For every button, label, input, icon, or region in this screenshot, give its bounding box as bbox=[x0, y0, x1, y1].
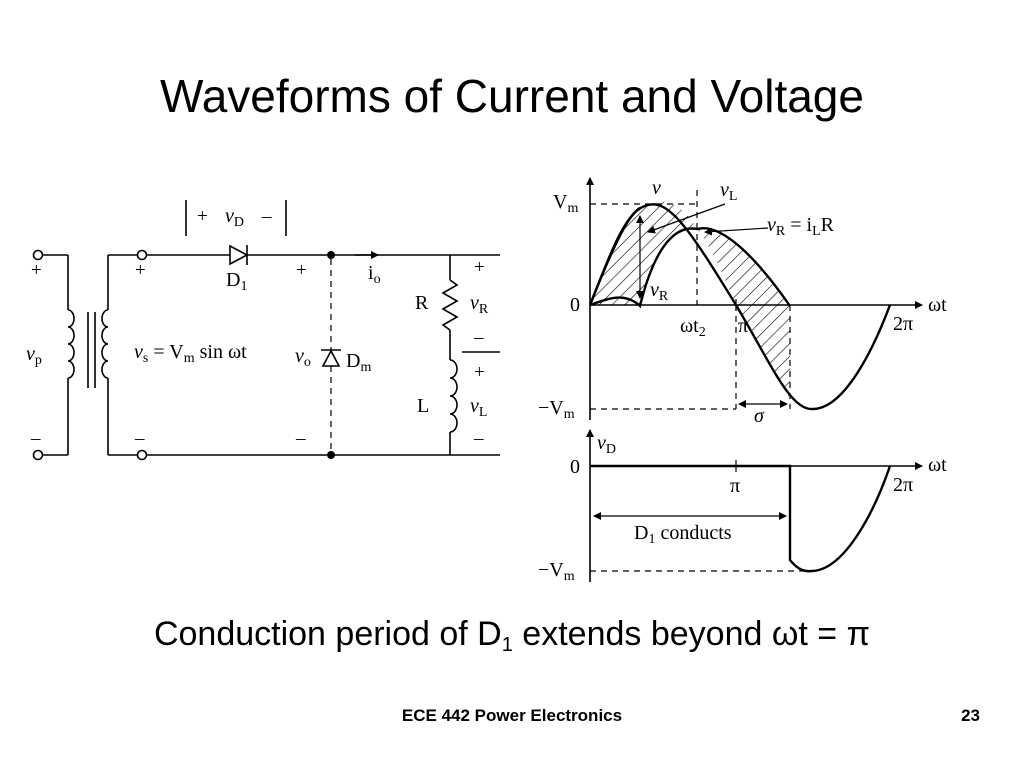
wt2-label: ωt2 bbox=[680, 315, 706, 340]
waveform-top: Vm 0 −Vm ωt ωt2 π 2π σ v vL vR = iLR vR bbox=[538, 177, 947, 427]
x-axis-label-top: ωt bbox=[928, 294, 947, 316]
vr-curve bbox=[589, 226, 791, 309]
x-axis-label-bottom: ωt bbox=[928, 454, 947, 476]
vr-label-top: vR bbox=[650, 279, 669, 304]
vl-label-top: vL bbox=[720, 179, 737, 204]
transformer-primary bbox=[32, 249, 75, 461]
pi-label-top: π bbox=[738, 315, 748, 337]
neg-vm-label-bottom: −Vm bbox=[538, 559, 575, 584]
two-pi-label-bottom: 2π bbox=[893, 474, 913, 496]
hatch-region-right bbox=[697, 228, 790, 400]
vo-minus-label: – bbox=[295, 428, 306, 449]
vl-plus-label: + bbox=[474, 362, 485, 383]
d1-label: D1 bbox=[226, 269, 247, 294]
sigma-label: σ bbox=[754, 405, 765, 427]
pi-label-bottom: π bbox=[730, 475, 740, 497]
d1-conducts-label: D1 conducts bbox=[634, 522, 732, 547]
vr-label: vR bbox=[470, 292, 489, 317]
vd-curve bbox=[590, 464, 892, 573]
diode-d1 bbox=[229, 244, 249, 266]
vd-minus-label: – bbox=[261, 206, 272, 227]
vl-label: vL bbox=[470, 395, 487, 420]
vs-equation: vs = Vm sin ωt bbox=[134, 341, 247, 366]
v-label: v bbox=[652, 177, 661, 199]
vr-minus-label: – bbox=[473, 327, 484, 348]
vs-minus-label: – bbox=[134, 428, 145, 449]
vd-label: vD bbox=[225, 205, 244, 230]
zero-label-bottom: 0 bbox=[570, 456, 580, 478]
footer-title: ECE 442 Power Electronics bbox=[401, 706, 623, 725]
neg-vm-label-top: −Vm bbox=[538, 397, 575, 422]
vr-eq-pointer bbox=[704, 227, 769, 236]
hatch-region-left bbox=[590, 201, 697, 306]
resistor-r bbox=[441, 255, 459, 360]
vl-curve bbox=[588, 206, 641, 306]
caption: Conduction period of D1 extends beyond ω… bbox=[0, 612, 1024, 667]
transformer-core bbox=[87, 312, 96, 388]
io-label: io bbox=[368, 262, 381, 287]
junction-bottom bbox=[327, 451, 335, 459]
vo-plus-label: + bbox=[296, 260, 307, 281]
slide-title: Waveforms of Current and Voltage bbox=[160, 70, 864, 122]
vl-minus-label: – bbox=[473, 428, 484, 449]
vd-plus-label: + bbox=[197, 206, 208, 227]
vp-minus-label: – bbox=[30, 428, 41, 449]
caption-post: extends beyond ωt = π bbox=[512, 615, 871, 653]
waveform-bottom: vD 0 ωt π 2π −Vm D1 conducts bbox=[538, 429, 947, 584]
circuit-diagram: + – vp + – vs = Vm sin ωt + vD – D1 io +… bbox=[26, 200, 500, 461]
vr-equation-label: vR = iLR bbox=[767, 214, 835, 239]
vl-pointer bbox=[647, 203, 726, 234]
vs-plus-label: + bbox=[135, 260, 146, 281]
dm-label: Dm bbox=[346, 350, 371, 375]
vp-plus-label: + bbox=[31, 260, 42, 281]
diode-dm bbox=[321, 259, 341, 451]
r-label: R bbox=[415, 292, 429, 314]
caption-pre: Conduction period of D bbox=[153, 615, 502, 653]
junction-top bbox=[327, 251, 335, 259]
vo-label: vo bbox=[295, 345, 311, 370]
caption-subscript: 1 bbox=[501, 634, 513, 656]
zero-label-top: 0 bbox=[570, 294, 580, 316]
two-pi-label-top: 2π bbox=[893, 313, 913, 335]
vm-label: Vm bbox=[553, 191, 578, 216]
l-label: L bbox=[417, 395, 429, 417]
page-number: 23 bbox=[961, 706, 980, 725]
vd-label-bottom: vD bbox=[597, 432, 616, 457]
vr-plus-label: + bbox=[474, 257, 485, 278]
inductor-l bbox=[449, 359, 458, 455]
vp-label: vp bbox=[26, 343, 42, 368]
